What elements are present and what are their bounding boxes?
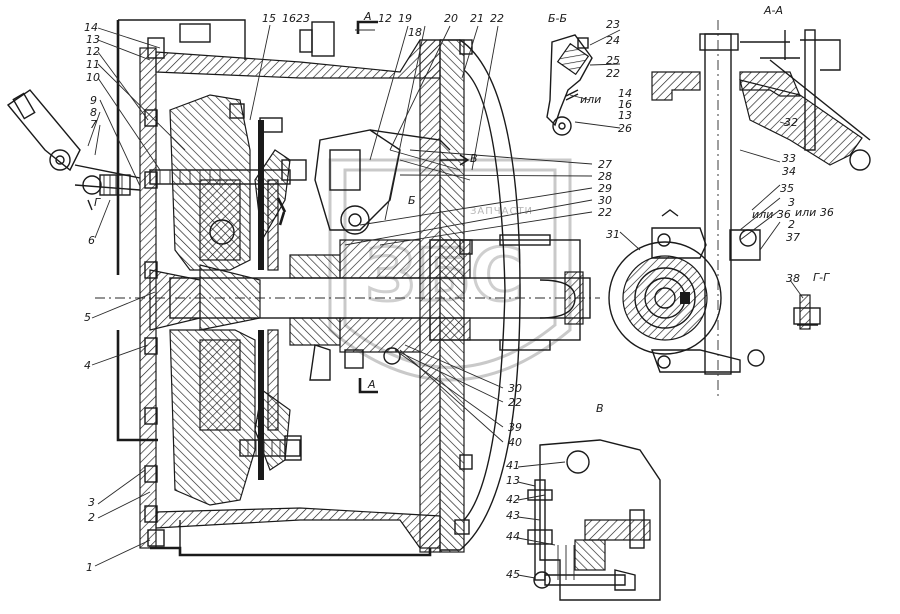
title-section-gg: Г-Г (813, 271, 830, 284)
label-15: 15 (262, 12, 276, 25)
label-12: 12 (86, 45, 100, 58)
label-33: 33 (782, 152, 796, 165)
label-12-top: 12 (378, 12, 392, 25)
label-8: 8 (90, 106, 97, 119)
detail-v-view (517, 439, 661, 601)
label-3: 3 (88, 496, 95, 509)
label-7: 7 (90, 118, 97, 131)
label-22-right: 22 (598, 206, 612, 219)
label-13-v: 13 (506, 474, 520, 487)
cut-mark-a-bottom: А (367, 378, 376, 391)
label-23-top: 23 (296, 12, 310, 25)
label-22-top: 22 (490, 12, 504, 25)
label-14-bb: 14 (618, 87, 632, 100)
label-25: 25 (606, 54, 620, 67)
alt-label-ili-3: или 36 (795, 206, 834, 219)
label-43: 43 (506, 509, 520, 522)
label-30-lower: 30 (508, 382, 522, 395)
label-34: 34 (782, 165, 796, 178)
label-41: 41 (506, 459, 520, 472)
label-27: 27 (598, 158, 612, 171)
label-35: 35 (780, 182, 794, 195)
label-1: 1 (86, 561, 93, 574)
title-detail-v: В (596, 402, 604, 415)
cut-mark-a-top: А (363, 10, 372, 23)
label-39: 39 (508, 421, 522, 434)
label-26: 26 (618, 122, 632, 135)
label-14: 14 (84, 21, 98, 34)
left-linkage (6, 89, 141, 196)
title-section-bb: Б-Б (548, 12, 567, 25)
label-23: 23 (606, 18, 620, 31)
label-22-lower: 22 (508, 396, 522, 409)
label-29: 29 (598, 182, 612, 195)
label-5: 5 (84, 311, 91, 324)
label-37: 37 (786, 231, 800, 244)
section-aa-view (608, 20, 871, 400)
label-31: 31 (606, 228, 620, 241)
cut-mark-b: Б (408, 194, 416, 207)
label-45: 45 (506, 568, 520, 581)
label-19: 19 (398, 12, 412, 25)
label-16-bb: 16 (618, 98, 632, 111)
label-21: 21 (470, 12, 484, 25)
label-2-aa: 2 (788, 218, 795, 231)
label-13-bb: 13 (618, 109, 632, 122)
label-10: 10 (86, 71, 100, 84)
label-22-bb: 22 (606, 67, 620, 80)
label-4: 4 (84, 359, 91, 372)
flange-bolts (144, 21, 473, 547)
label-40: 40 (508, 436, 522, 449)
label-44: 44 (506, 530, 520, 543)
label-18: 18 (408, 26, 422, 39)
main-section-view (6, 19, 600, 557)
label-20: 20 (444, 12, 458, 25)
label-2: 2 (88, 511, 95, 524)
label-28: 28 (598, 170, 612, 183)
label-3-aa: 3 (788, 196, 795, 209)
label-42: 42 (506, 493, 520, 506)
label-16: 16 (282, 12, 296, 25)
section-bb-view (546, 29, 621, 136)
part-labels: 14 13 12 11 10 9 8 7 6 5 4 3 2 1 15 16 2… (84, 4, 834, 581)
leader-lines (87, 24, 593, 567)
label-32: 32 (784, 116, 798, 129)
label-9: 9 (90, 94, 97, 107)
alt-label-ili-1: или (580, 93, 601, 106)
title-section-aa: А-А (763, 4, 783, 17)
label-38: 38 (786, 272, 800, 285)
alt-label-ili-2: или 36 (752, 208, 791, 221)
label-6: 6 (88, 234, 95, 247)
label-13: 13 (86, 33, 100, 46)
section-gg-view (789, 279, 821, 330)
cut-mark-v: В (470, 152, 478, 165)
label-24: 24 (606, 34, 620, 47)
label-11: 11 (86, 58, 100, 71)
cut-mark-g: Г (94, 196, 101, 209)
label-30: 30 (598, 194, 612, 207)
